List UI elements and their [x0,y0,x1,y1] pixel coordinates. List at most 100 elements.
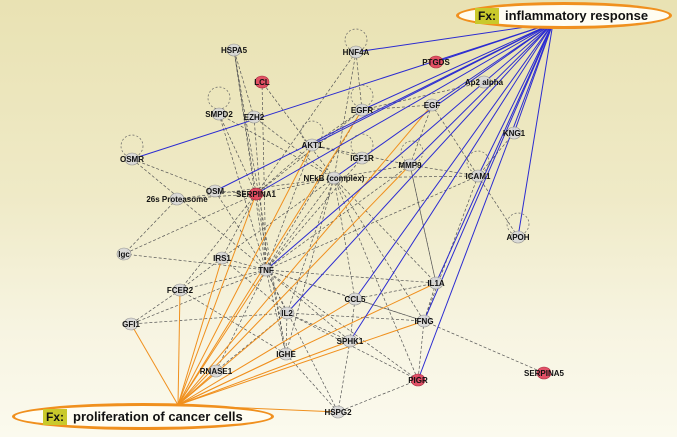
interaction-edge [333,177,437,284]
interaction-edge [221,193,257,259]
node-label: MMP9 [398,161,422,170]
function-node-inflammatory-response[interactable]: Fx: inflammatory response [456,2,672,29]
node-shape [254,75,270,89]
node-shape [476,75,492,89]
interaction-edge [221,257,267,271]
node-igf1r[interactable]: IGF1R [350,133,374,165]
node-p26s[interactable]: 26s Proteasome [146,192,208,206]
node-label: CCL5 [345,295,366,304]
inflammatory-edge [409,22,554,166]
inflammatory-edge [417,22,554,381]
interaction-edge [285,312,288,355]
interaction-edge [218,113,257,195]
inflammatory-edge [423,22,554,322]
node-label: EZH2 [244,113,265,122]
node-label: KNG1 [503,129,526,138]
node-kng1[interactable]: KNG1 [503,126,526,140]
node-lcl[interactable]: LCL [254,75,270,89]
interaction-edge [337,340,351,413]
node-hspa5[interactable]: HSPA5 [221,43,248,57]
interaction-edge [130,312,288,325]
node-hnf4a[interactable]: HNF4A [343,28,370,59]
node-osm[interactable]: OSM [206,184,225,198]
node-shape [326,171,342,185]
node-label: NFkB (complex) [304,174,365,183]
interaction-edge [423,320,545,374]
function-node-proliferation-of-cancer-cells[interactable]: Fx: proliferation of cancer cells [12,403,274,430]
interaction-edge [311,144,363,159]
node-sphk1[interactable]: SPHK1 [337,334,364,348]
node-label: SPHK1 [337,337,364,346]
node-label: IGHE [276,350,296,359]
node-hspg2[interactable]: HSPG2 [324,405,352,419]
node-apoh[interactable]: APOH [506,212,530,244]
node-label: OSMR [120,155,144,164]
interaction-edge [221,257,288,314]
node-label: RNASE1 [200,367,233,376]
inflammatory-edge [333,22,554,179]
node-il1a[interactable]: IL1A [427,276,445,290]
node-irs1[interactable]: IRS1 [213,251,231,265]
node-shape [172,283,188,297]
node-mmp9[interactable]: MMP9 [398,140,424,172]
node-shape [416,314,432,328]
node-osmr[interactable]: OSMR [120,134,144,166]
node-egf[interactable]: EGF [424,98,441,112]
node-ighe[interactable]: IGHE [276,347,296,361]
inflammatory-edge [435,22,554,284]
interaction-edge [233,49,287,355]
node-rnase1[interactable]: RNASE1 [200,364,233,378]
interaction-edge [233,49,255,118]
node-icam1[interactable]: ICAM1 [466,150,491,183]
node-shape [330,405,346,419]
node-ezh2[interactable]: EZH2 [244,110,265,124]
node-akt1[interactable]: AKT1 [300,120,324,152]
node-igc[interactable]: Igc [116,247,132,261]
node-label: ICAM1 [466,172,491,181]
node-label: LCL [254,78,270,87]
interaction-edge [176,193,257,200]
node-il2[interactable]: IL2 [279,306,295,320]
node-nfkb[interactable]: NFkB (complex) [304,171,365,185]
self-loop [207,86,231,110]
interaction-edge [253,116,335,179]
node-egfr[interactable]: EGFR [350,84,374,117]
node-fcer2[interactable]: FCER2 [167,283,194,297]
interaction-edge [218,113,267,271]
interaction-edge [409,164,437,284]
interaction-edge [423,282,437,322]
node-shape [116,247,132,261]
interaction-edge [333,51,357,179]
interaction-edge [265,269,339,413]
node-ccl5[interactable]: CCL5 [345,292,366,306]
fx-tag: Fx: [475,7,499,24]
fx-tag: Fx: [43,408,67,425]
node-label: IRS1 [213,254,231,263]
edge-layer [123,22,554,413]
interaction-edge [221,157,363,259]
node-serpina1[interactable]: SERPINA1 [236,187,277,201]
proliferation-edge [177,257,223,406]
node-ptgds[interactable]: PTGDS [422,55,450,69]
node-serpina5[interactable]: SERPINA5 [524,366,565,380]
node-ifng[interactable]: IFNG [414,314,434,328]
node-smpd2[interactable]: SMPD2 [205,86,233,121]
node-label: EGF [424,101,441,110]
node-label: SERPINA5 [524,369,565,378]
node-pigr[interactable]: PIGR [408,373,428,387]
proliferation-edge [177,144,313,406]
interaction-edge [349,298,356,342]
inflammatory-edge [286,22,554,314]
node-ap2[interactable]: Ap2 alpha [465,75,504,89]
node-shape [214,251,230,265]
node-shape [354,103,370,117]
node-tnf[interactable]: TNF [258,263,274,277]
interaction-edge [265,177,335,271]
node-label: TNF [258,266,274,275]
node-label: IFNG [414,317,433,326]
node-gfi1[interactable]: GFI1 [122,317,140,331]
node-shape [410,373,426,387]
proliferation-edge [177,312,288,406]
interaction-edge [179,257,223,291]
